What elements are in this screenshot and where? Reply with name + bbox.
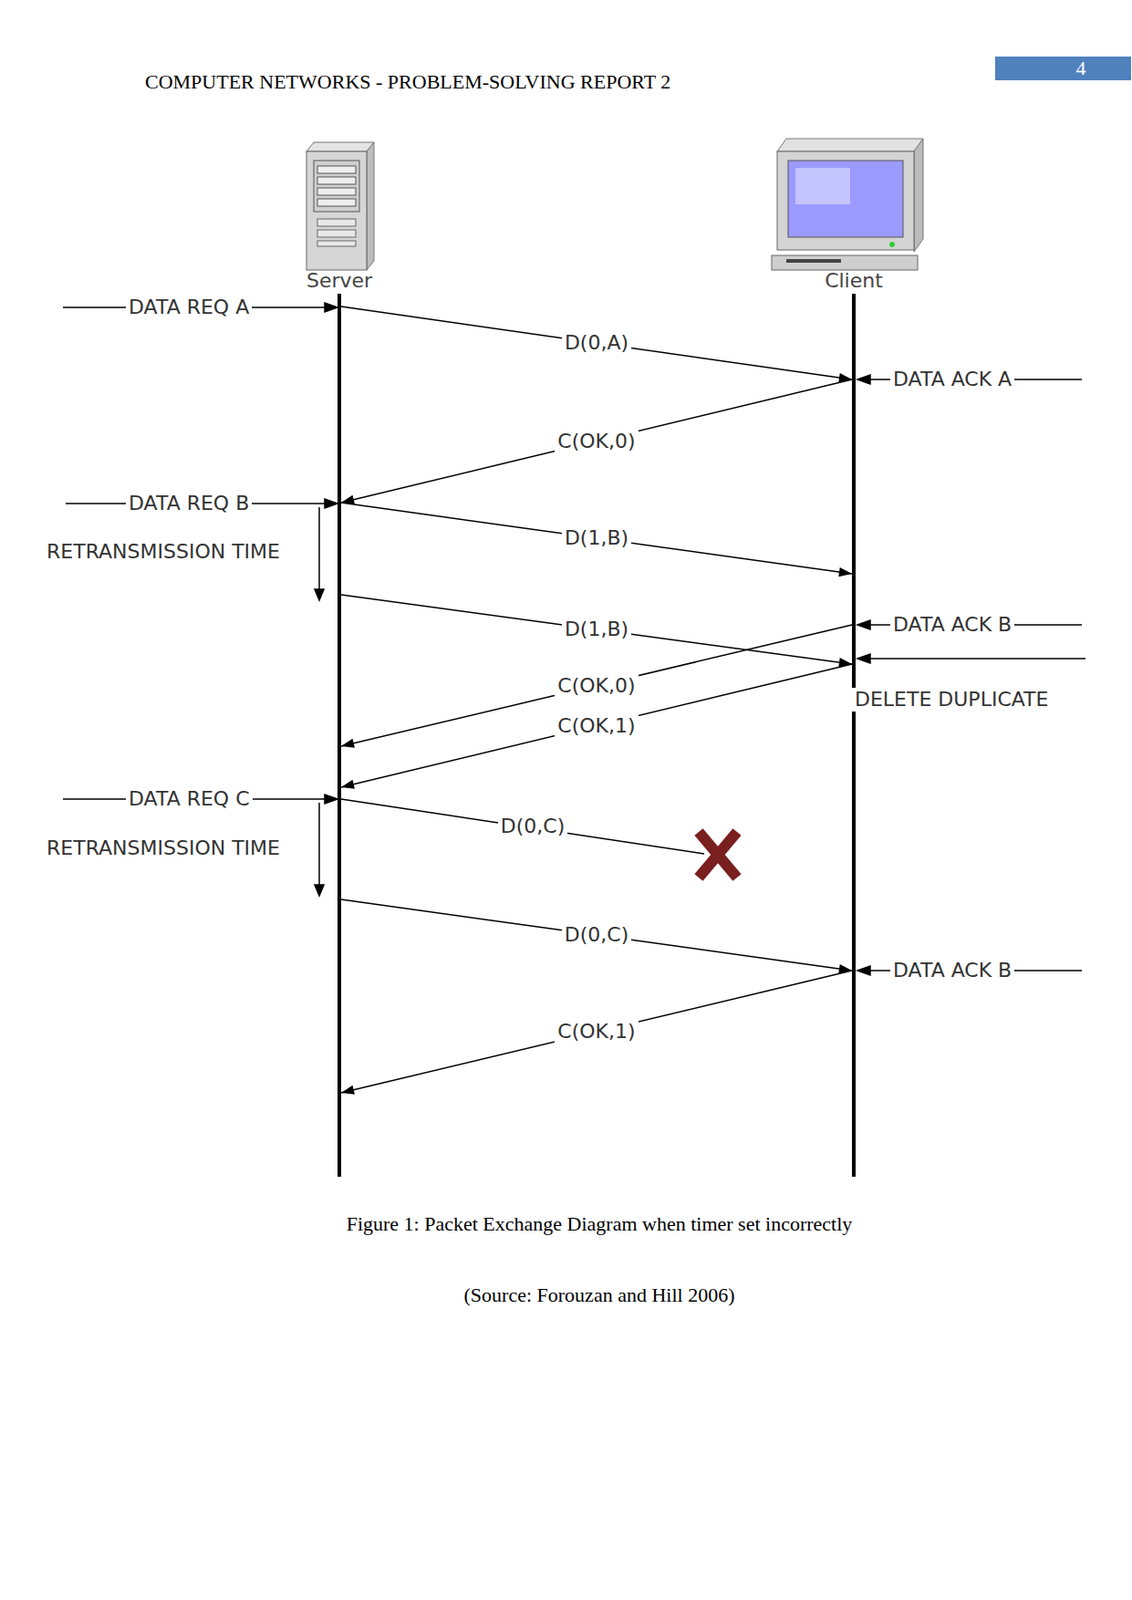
figure-caption: Figure 1: Packet Exchange Diagram when t… [346, 1212, 853, 1236]
message-label: D(0,C) [498, 814, 568, 838]
note-label: DELETE DUPLICATE [851, 687, 1051, 711]
loss-mark [698, 831, 738, 878]
server-icon [306, 142, 374, 271]
message-label: D(0,C) [561, 923, 632, 946]
page-number-bar [995, 56, 1132, 81]
message-label: D(1,B) [561, 617, 632, 641]
request-label: DATA REQ B [125, 491, 252, 515]
client-icon [771, 138, 924, 271]
page-number: 4 [1076, 56, 1087, 80]
message-label: D(1,B) [561, 526, 632, 550]
host-lifeline: Client [822, 270, 885, 292]
host-name: Client [822, 270, 885, 292]
server-lifeline [337, 293, 342, 1177]
lost-packet-line [341, 799, 705, 854]
page-header: COMPUTER NETWORKS - PROBLEM-SOLVING REPO… [142, 70, 674, 94]
client-lifeline [851, 293, 856, 1177]
timer-label: RETRANSMISSION TIME [43, 540, 283, 563]
ack-label: DATA ACK B [890, 958, 1015, 982]
ack-label: DATA ACK A [890, 367, 1015, 391]
message-arrow [341, 664, 852, 790]
message-label: C(OK,1) [554, 1019, 638, 1043]
side-arrows [62, 302, 1086, 976]
host-name: Server [304, 270, 374, 292]
message-label: D(0,A) [561, 331, 632, 354]
host-lifeline: Server [304, 270, 374, 292]
message-arrow [341, 502, 852, 577]
message-arrow [341, 624, 852, 748]
ack-label: DATA ACK B [890, 612, 1015, 636]
timer-bracket [314, 503, 324, 896]
source-note: (Source: Forouzan and Hill 2006) [461, 1283, 738, 1307]
message-arrow [341, 970, 852, 1095]
message-label: C(OK,1) [554, 714, 638, 738]
message-arrow [341, 306, 852, 383]
timer-label: RETRANSMISSION TIME [43, 836, 283, 860]
message-arrow [341, 899, 852, 974]
message-label: C(OK,0) [554, 429, 638, 453]
request-label: DATA REQ A [125, 295, 252, 319]
request-label: DATA REQ C [125, 787, 253, 811]
message-arrow [341, 594, 852, 667]
message-label: C(OK,0) [554, 674, 638, 697]
message-arrow [341, 379, 852, 505]
